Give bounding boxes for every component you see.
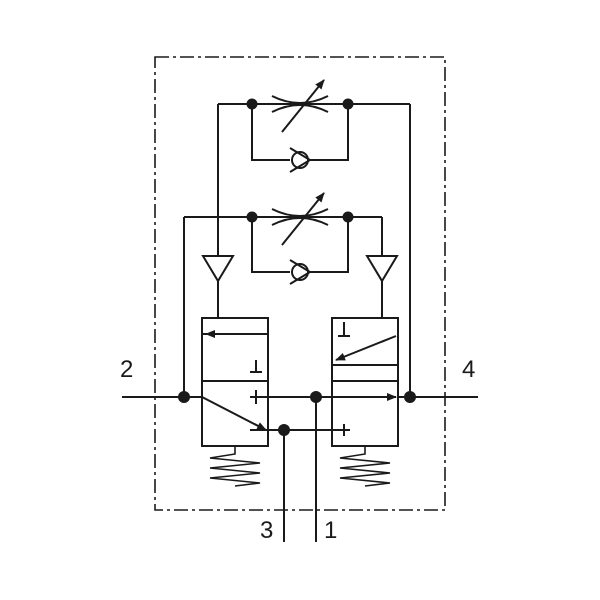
connection-lines [122, 104, 478, 542]
upper-throttle-check-valve [218, 79, 410, 173]
enclosure-boundary [154, 56, 446, 511]
port-3-label: 3 [260, 517, 273, 544]
left-directional-valve [201, 317, 269, 487]
pilot-lines [201, 104, 399, 318]
port-1-label: 1 [324, 517, 337, 544]
port-4-label: 4 [462, 356, 475, 383]
port-2-label: 2 [120, 356, 133, 383]
right-directional-valve [331, 317, 399, 487]
lower-throttle-check-valve [184, 192, 382, 285]
